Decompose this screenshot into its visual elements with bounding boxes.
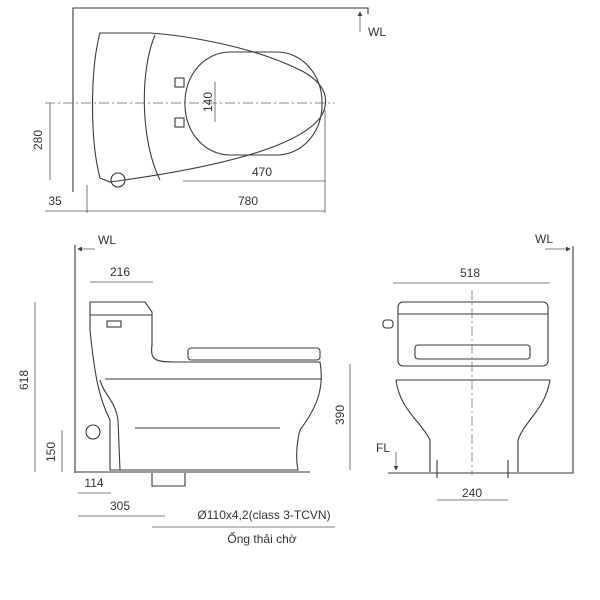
dim-140: 140 — [201, 92, 215, 112]
dim-216: 216 — [110, 265, 130, 279]
bowl-outline — [91, 32, 327, 183]
dim-240: 240 — [462, 486, 482, 500]
hinge — [174, 77, 185, 88]
front-view: WL 518 240 FL — [376, 232, 574, 501]
toilet-body — [89, 301, 322, 471]
pipe-spec: Ø110x4,2(class 3-TCVN) — [197, 508, 330, 522]
flush-button — [106, 320, 122, 328]
wl-label: WL — [368, 25, 386, 39]
dim-280: 280 — [31, 130, 45, 150]
flush-lever — [382, 319, 394, 329]
dim-518: 518 — [460, 266, 480, 280]
dim-305: 305 — [110, 499, 130, 513]
angle-valve — [85, 424, 101, 440]
bowl-front — [395, 379, 551, 472]
dim-150: 150 — [44, 442, 58, 462]
dim-35: 35 — [48, 194, 62, 208]
tank-edge — [143, 34, 161, 181]
dim-114: 114 — [84, 476, 103, 490]
drain-pipe — [151, 473, 186, 487]
dim-618: 618 — [17, 370, 31, 390]
side-view: WL 216 618 390 150 114 305 Ø110x4,2(clas… — [17, 233, 351, 546]
dim-780: 780 — [238, 194, 258, 208]
seat-outline — [184, 51, 323, 156]
seat-front — [414, 344, 531, 360]
top-view: WL 140 280 470 780 35 — [31, 7, 386, 213]
dim-390: 390 — [333, 405, 347, 425]
wl-label: WL — [98, 233, 116, 247]
seat — [187, 347, 321, 361]
wall-outline — [72, 7, 369, 192]
dim-470: 470 — [252, 165, 272, 179]
fl-label: FL — [376, 441, 390, 455]
tank — [397, 301, 549, 367]
hinge — [174, 117, 185, 128]
wl-label: WL — [535, 232, 553, 246]
pipe-label: Ống thải chờ — [227, 531, 296, 546]
valve — [110, 172, 126, 188]
wall-floor — [388, 246, 574, 474]
